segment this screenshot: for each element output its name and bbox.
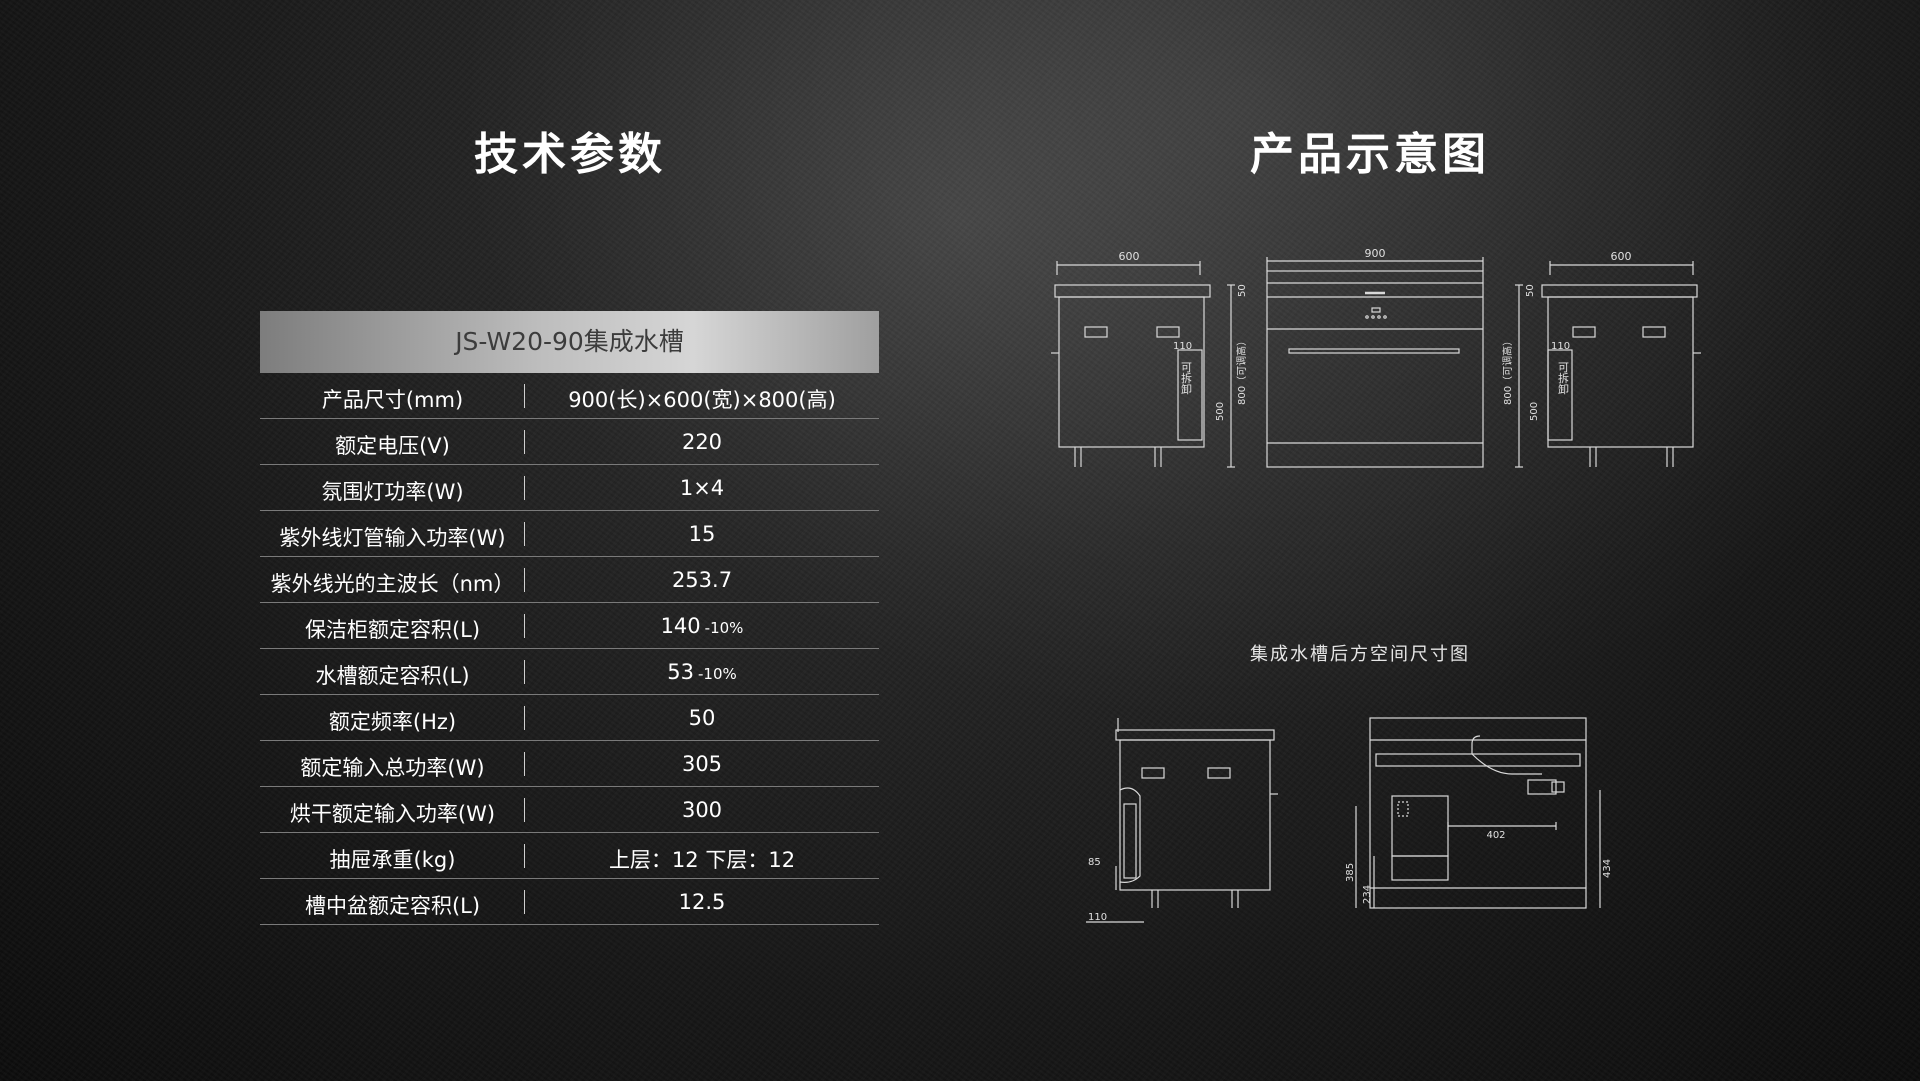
spec-label: 保洁柜额定容积(L) — [304, 618, 481, 642]
top-drawings: 600 110 可拆卸 50 800（可调高） 500 900 — [1045, 245, 1705, 499]
rear-side-depth-label: 110 — [1088, 912, 1107, 923]
spec-value: 305 — [525, 752, 879, 776]
spec-divider — [524, 568, 525, 592]
spec-value-text: 300 — [681, 798, 723, 822]
spec-row: 抽屉承重(kg) 上层：12 下层：12 — [260, 833, 879, 879]
spec-value: 220 — [525, 430, 879, 454]
left-width-label: 600 — [1119, 250, 1140, 263]
spec-row: 保洁柜额定容积(L) 140-10% — [260, 603, 879, 649]
diagram-heading: 产品示意图 — [1250, 129, 1490, 180]
spec-divider — [524, 798, 525, 822]
spec-divider — [524, 430, 525, 454]
left-depth-label: 110 — [1173, 341, 1192, 352]
spec-divider — [524, 614, 525, 638]
spec-value: 15 — [525, 522, 879, 546]
spec-value: 253.7 — [525, 568, 879, 592]
spec-row: 烘干额定输入功率(W) 300 — [260, 787, 879, 833]
front-view: 900 — [1266, 247, 1484, 468]
spec-value-text: 12.5 — [678, 890, 726, 914]
spec-label: 紫外线灯管输入功率(W) — [279, 526, 506, 550]
side-view-right: 600 110 可拆卸 50 800（可调高） 500 — [1501, 250, 1701, 468]
spec-value-text: 1×4 — [679, 476, 725, 500]
spec-value-text: 220 — [681, 430, 723, 454]
spec-rows: 产品尺寸(mm) 900(长)×600(宽)×800(高) 额定电压(V) 220 氛围… — [260, 373, 879, 925]
spec-label: 额定电压(V) — [335, 434, 450, 458]
spec-divider — [524, 660, 525, 684]
left-inner-label: 500 — [1215, 402, 1226, 421]
rear-side-height-label: 85 — [1088, 857, 1101, 868]
spec-label: 氛围灯功率(W) — [321, 480, 464, 504]
left-height-label: 800（可调高） — [1235, 336, 1248, 405]
spec-value: 上层：12 下层：12 — [525, 844, 879, 874]
left-top-label: 50 — [1237, 284, 1248, 297]
spec-value: 50 — [525, 706, 879, 730]
spec-divider — [524, 706, 525, 730]
spec-row: 水槽额定容积(L) 53-10% — [260, 649, 879, 695]
spec-tolerance: -10% — [697, 665, 737, 683]
rear-side-view: 85 110 — [1086, 718, 1278, 923]
spec-value-text: 15 — [688, 522, 716, 546]
spec-value: 53-10% — [525, 660, 879, 684]
spec-row: 额定输入总功率(W) 305 — [260, 741, 879, 787]
spec-label: 槽中盆额定容积(L) — [304, 894, 481, 918]
spec-row: 氛围灯功率(W) 1×4 — [260, 465, 879, 511]
rear-back-left-height-label: 385 — [1345, 863, 1356, 882]
spec-divider — [524, 384, 525, 408]
spec-table: JS-W20-90集成水槽 产品尺寸(mm) 900(长)×600(宽)×800(… — [260, 311, 879, 925]
right-width-label: 600 — [1611, 250, 1632, 263]
spec-label: 水槽额定容积(L) — [315, 664, 470, 688]
rear-back-width-label: 402 — [1486, 830, 1505, 841]
spec-value: 140-10% — [525, 614, 879, 638]
spec-divider — [524, 890, 525, 914]
spec-label: 烘干额定输入功率(W) — [289, 802, 496, 826]
spec-value: 300 — [525, 798, 879, 822]
right-note-label: 可拆卸 — [1557, 362, 1570, 395]
spec-row: 槽中盆额定容积(L) 12.5 — [260, 879, 879, 925]
spec-value-text: 53 — [667, 660, 694, 684]
spec-value-text: 305 — [681, 752, 723, 776]
spec-row: 紫外线灯管输入功率(W) 15 — [260, 511, 879, 557]
right-top-label: 50 — [1525, 284, 1536, 297]
front-width-label: 900 — [1365, 247, 1386, 260]
spec-value: 12.5 — [525, 890, 879, 914]
right-depth-label: 110 — [1551, 341, 1570, 352]
spec-value-text: 253.7 — [671, 568, 733, 592]
spec-tolerance: -10% — [704, 619, 744, 637]
spec-divider — [524, 522, 525, 546]
spec-value: 900(长)×600(宽)×800(高) — [525, 384, 879, 414]
spec-value-text: 上层：12 下层：12 — [608, 848, 796, 872]
spec-row: 额定频率(Hz) 50 — [260, 695, 879, 741]
spec-label: 紫外线光的主波长（nm） — [270, 572, 515, 596]
spec-value-text: 140 — [660, 614, 701, 638]
spec-label: 额定输入总功率(W) — [300, 756, 485, 780]
rear-diagram-caption: 集成水槽后方空间尺寸图 — [1250, 644, 1470, 665]
rear-back-right-height-label: 434 — [1602, 859, 1613, 878]
spec-value-text: 50 — [688, 706, 716, 730]
spec-value-text: 900(长)×600(宽)×800(高) — [568, 388, 836, 412]
spec-row: 产品尺寸(mm) 900(长)×600(宽)×800(高) — [260, 373, 879, 419]
spec-row: 额定电压(V) 220 — [260, 419, 879, 465]
rear-back-inner-height-label: 234 — [1362, 885, 1373, 904]
spec-label: 抽屉承重(kg) — [329, 848, 456, 872]
bottom-drawings: 85 110 402 385 234 434 — [1080, 710, 1620, 934]
spec-value: 1×4 — [525, 476, 879, 500]
side-view-left: 600 110 可拆卸 50 800（可调高） 500 — [1051, 250, 1248, 468]
spec-divider — [524, 844, 525, 868]
spec-label: 产品尺寸(mm) — [321, 388, 464, 412]
spec-divider — [524, 752, 525, 776]
rear-back-view: 402 385 234 434 — [1345, 717, 1613, 909]
spec-divider — [524, 476, 525, 500]
right-inner-label: 500 — [1529, 402, 1540, 421]
model-title: JS-W20-90集成水槽 — [260, 311, 879, 373]
spec-label: 额定频率(Hz) — [328, 710, 457, 734]
right-height-label: 800（可调高） — [1501, 336, 1514, 405]
left-note-label: 可拆卸 — [1180, 362, 1193, 395]
spec-row: 紫外线光的主波长（nm） 253.7 — [260, 557, 879, 603]
specs-heading: 技术参数 — [474, 129, 666, 180]
